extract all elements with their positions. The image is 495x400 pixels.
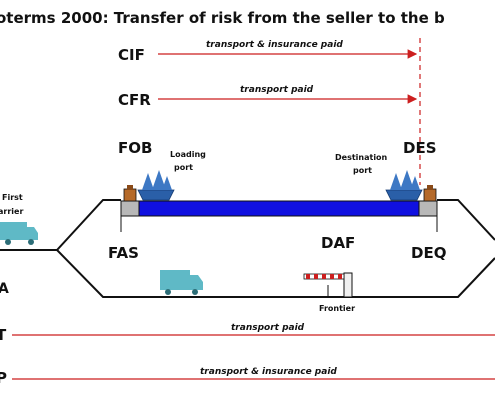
truck-icon <box>0 222 38 245</box>
destination-port-label-1: Destination <box>335 153 388 162</box>
bottom-p-arrow-label: transport & insurance paid <box>200 367 337 377</box>
ship-icon <box>385 170 423 201</box>
cif-arrow-label: transport & insurance paid <box>206 40 343 50</box>
destination-port-label-2: port <box>353 166 372 175</box>
first-carrier-label-2: arrier <box>0 207 23 216</box>
barrier-icon <box>303 272 353 298</box>
loading-port-label-1: Loading <box>170 150 206 159</box>
land-outline <box>0 199 495 298</box>
term-daf: DAF <box>321 234 355 252</box>
loading-quay <box>120 200 140 217</box>
term-deq: DEQ <box>411 244 446 262</box>
ship-icon <box>137 170 175 201</box>
diagram-title: oterms 2000: Transfer of risk from the s… <box>0 9 445 27</box>
frontier-label: Frontier <box>319 304 355 313</box>
sea-route <box>138 200 420 217</box>
term-cfr: CFR <box>118 91 151 109</box>
term-fas: FAS <box>108 244 139 262</box>
bottom-t-arrow-label: transport paid <box>231 323 305 333</box>
term-left-t: T <box>0 326 7 344</box>
term-left-a: A <box>0 281 9 297</box>
loading-port-label-2: port <box>174 163 193 172</box>
term-cif: CIF <box>118 46 145 64</box>
first-carrier-label-1: First <box>2 193 23 202</box>
crate-icon <box>423 185 437 202</box>
crate-icon <box>123 185 137 202</box>
term-left-p: P <box>0 369 7 387</box>
cfr-arrow-label: transport paid <box>240 85 314 95</box>
term-des: DES <box>403 139 437 157</box>
term-fob: FOB <box>118 139 152 157</box>
destination-quay <box>418 200 438 217</box>
truck-icon <box>160 270 203 295</box>
